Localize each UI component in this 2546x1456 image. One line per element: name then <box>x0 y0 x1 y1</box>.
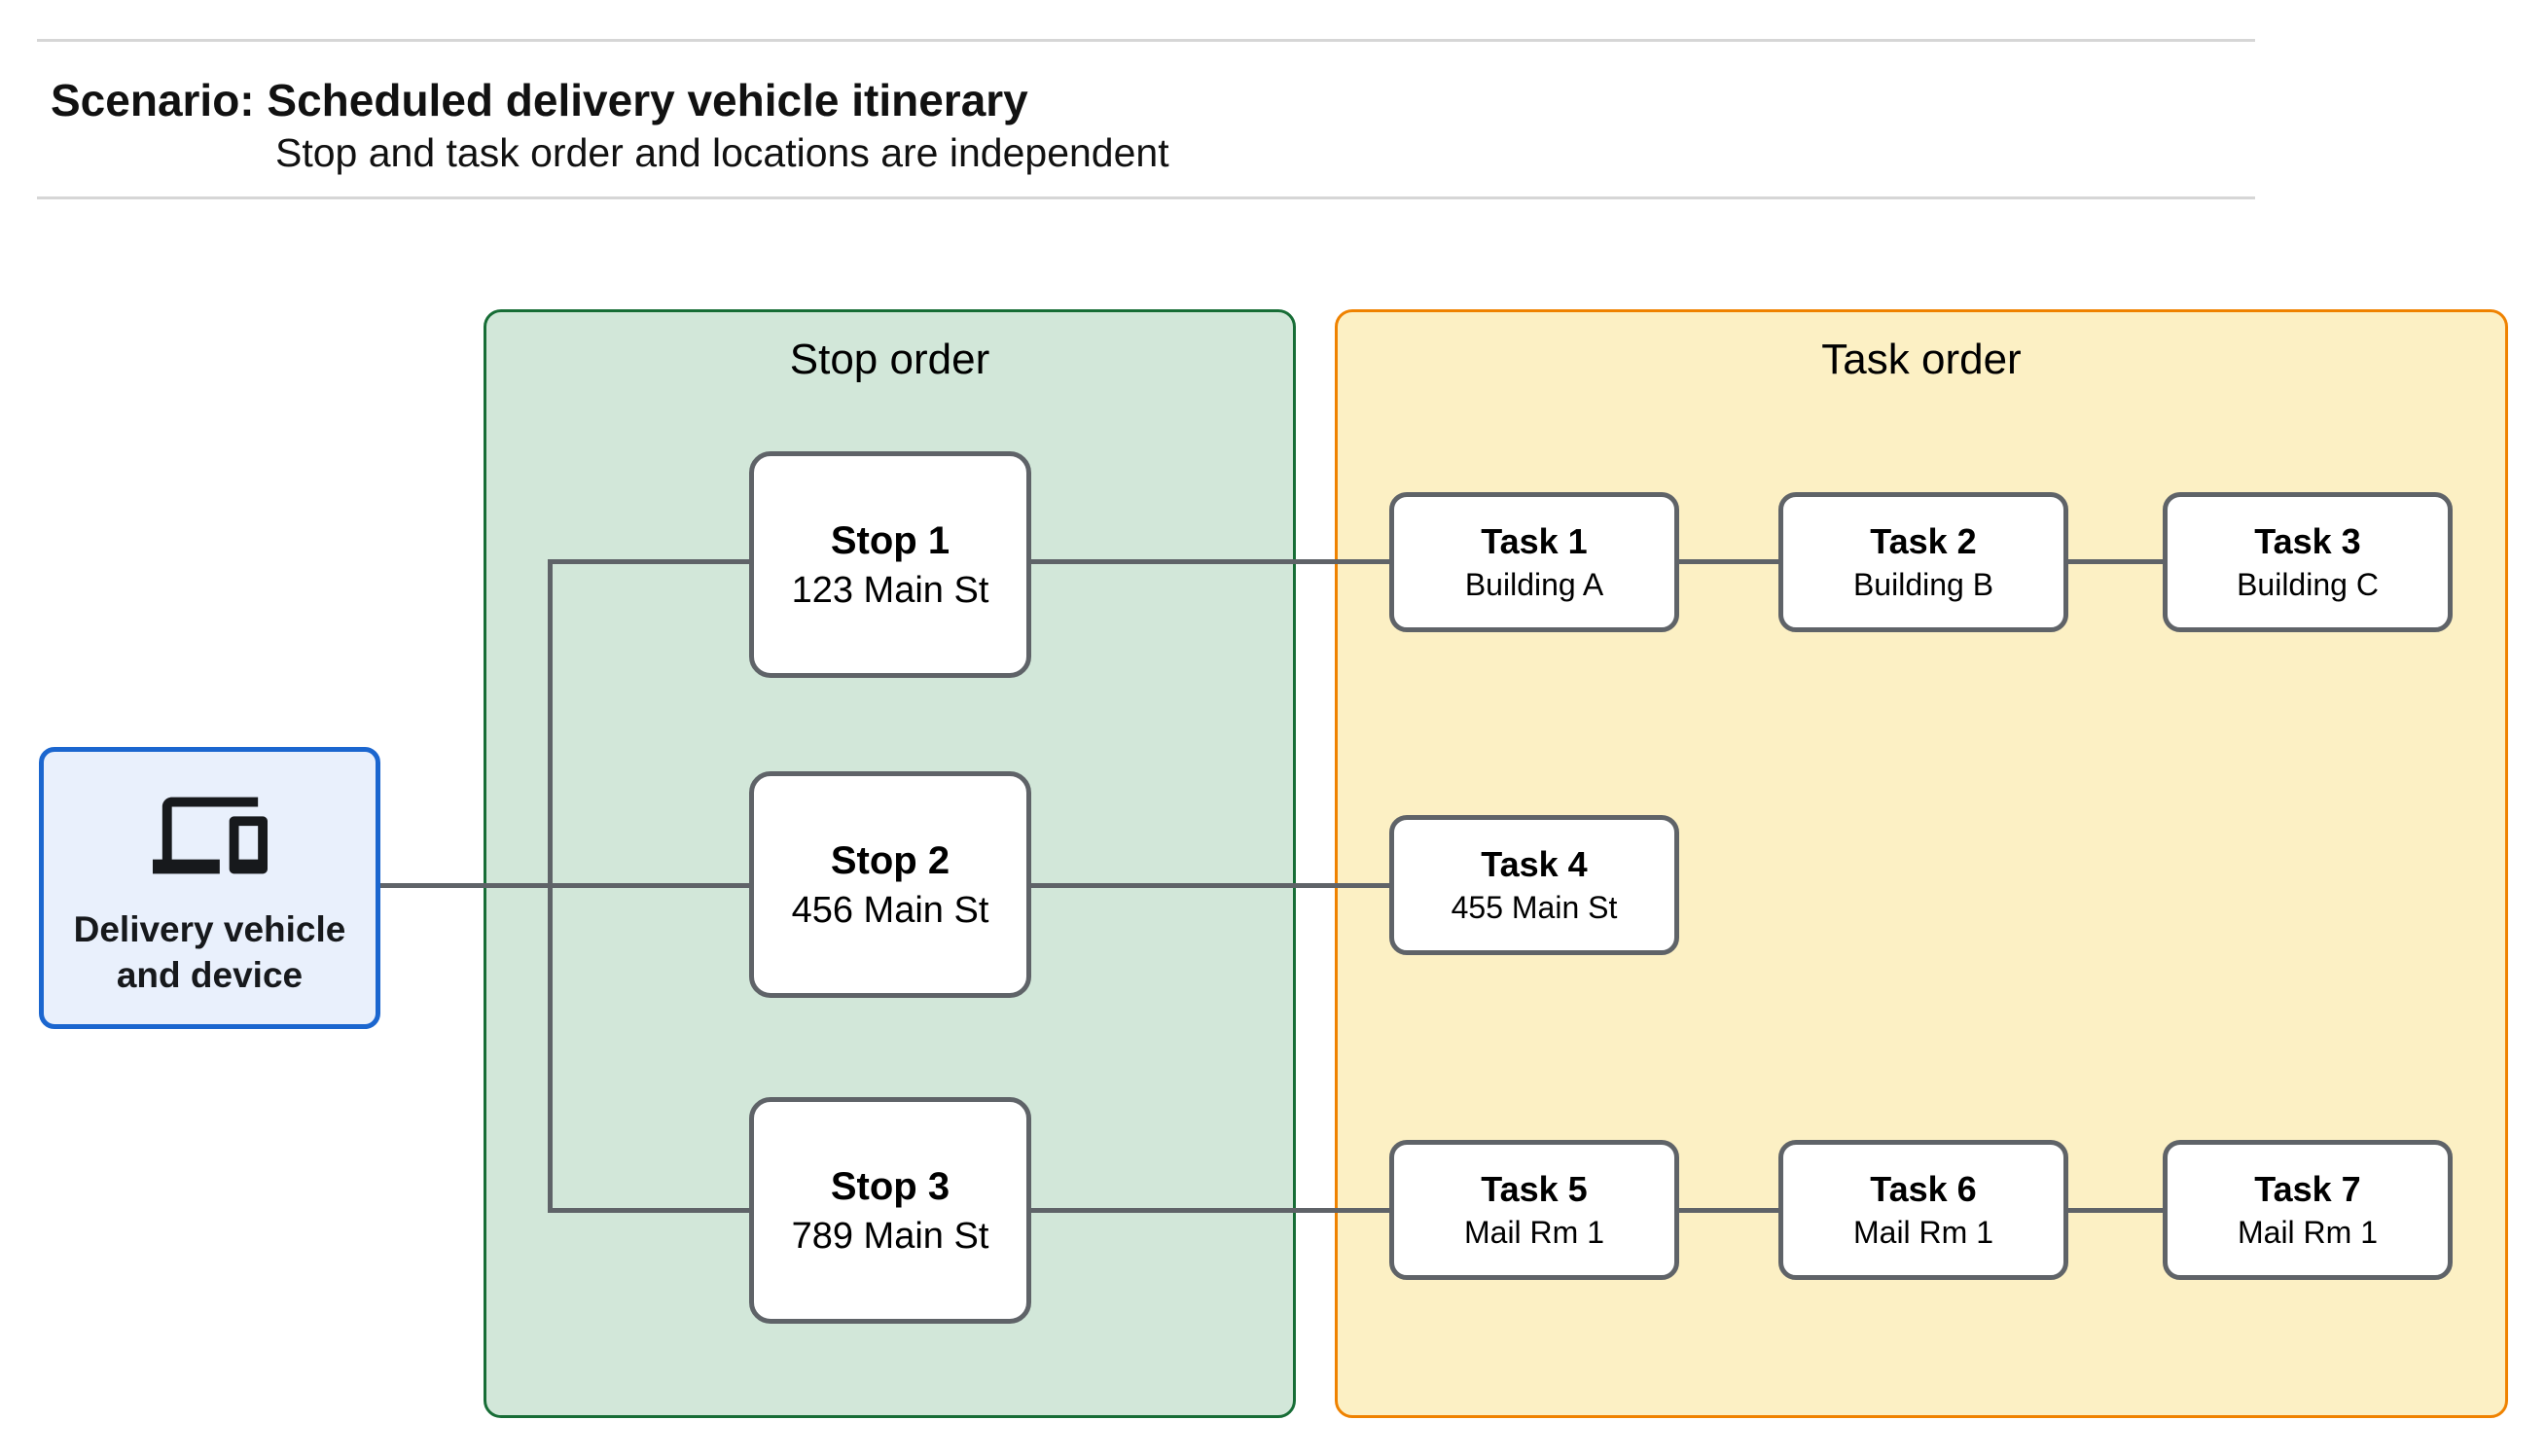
stop-2-location: 456 Main St <box>791 889 989 931</box>
stop-node-1: Stop 1 123 Main St <box>749 451 1031 678</box>
task-4-title: Task 4 <box>1481 844 1588 884</box>
task-node-7: Task 7 Mail Rm 1 <box>2163 1140 2453 1280</box>
stop-3-title: Stop 3 <box>830 1164 950 1208</box>
stop-order-panel-title: Stop order <box>789 336 990 383</box>
task-6-location: Mail Rm 1 <box>1852 1215 1993 1250</box>
task-5-location: Mail Rm 1 <box>1463 1215 1604 1250</box>
task-6-title: Task 6 <box>1870 1169 1977 1209</box>
task-node-6: Task 6 Mail Rm 1 <box>1778 1140 2068 1280</box>
task-7-title: Task 7 <box>2254 1169 2361 1209</box>
task-node-1: Task 1 Building A <box>1389 492 1679 632</box>
delivery-vehicle-node: Delivery vehicle and device <box>39 747 380 1029</box>
header-rule-bottom <box>37 196 2255 199</box>
page-title: Scenario: Scheduled delivery vehicle iti… <box>51 75 1028 125</box>
task-1-title: Task 1 <box>1481 521 1588 561</box>
task-3-location: Building C <box>2237 567 2379 602</box>
task-3-title: Task 3 <box>2254 521 2361 561</box>
connector-stop2-to-task4 <box>1031 883 1389 888</box>
connector-vehicle-to-stop2 <box>380 883 749 888</box>
task-node-3: Task 3 Building C <box>2163 492 2453 632</box>
task-node-5: Task 5 Mail Rm 1 <box>1389 1140 1679 1280</box>
connector-task5-to-task6 <box>1679 1208 1778 1213</box>
connector-trunk-vertical <box>548 559 553 1213</box>
task-1-location: Building A <box>1464 567 1604 602</box>
connector-trunk-to-stop1 <box>550 559 749 564</box>
stop-1-title: Stop 1 <box>830 518 950 562</box>
page-subtitle: Stop and task order and locations are in… <box>275 130 1169 175</box>
task-node-2: Task 2 Building B <box>1778 492 2068 632</box>
task-order-panel-title: Task order <box>1821 336 2022 383</box>
task-5-title: Task 5 <box>1481 1169 1588 1209</box>
devices-icon <box>152 797 268 874</box>
connector-stop3-to-task5 <box>1031 1208 1389 1213</box>
vehicle-label-line2: and device <box>116 955 304 995</box>
task-7-location: Mail Rm 1 <box>2237 1215 2378 1250</box>
connector-task2-to-task3 <box>2068 559 2163 564</box>
task-node-4: Task 4 455 Main St <box>1389 815 1679 955</box>
connector-task6-to-task7 <box>2068 1208 2163 1213</box>
task-2-title: Task 2 <box>1870 521 1977 561</box>
connector-task1-to-task2 <box>1679 559 1778 564</box>
header-rule-top <box>37 39 2255 42</box>
stop-node-2: Stop 2 456 Main St <box>749 771 1031 998</box>
stop-3-location: 789 Main St <box>791 1215 989 1257</box>
task-2-location: Building B <box>1852 567 1994 602</box>
stop-node-3: Stop 3 789 Main St <box>749 1097 1031 1324</box>
vehicle-label-line1: Delivery vehicle <box>73 909 346 949</box>
stop-2-title: Stop 2 <box>830 838 950 882</box>
connector-trunk-to-stop3 <box>550 1208 749 1213</box>
stop-1-location: 123 Main St <box>791 569 989 611</box>
connector-stop1-to-task1 <box>1031 559 1389 564</box>
task-4-location: 455 Main St <box>1451 890 1618 925</box>
